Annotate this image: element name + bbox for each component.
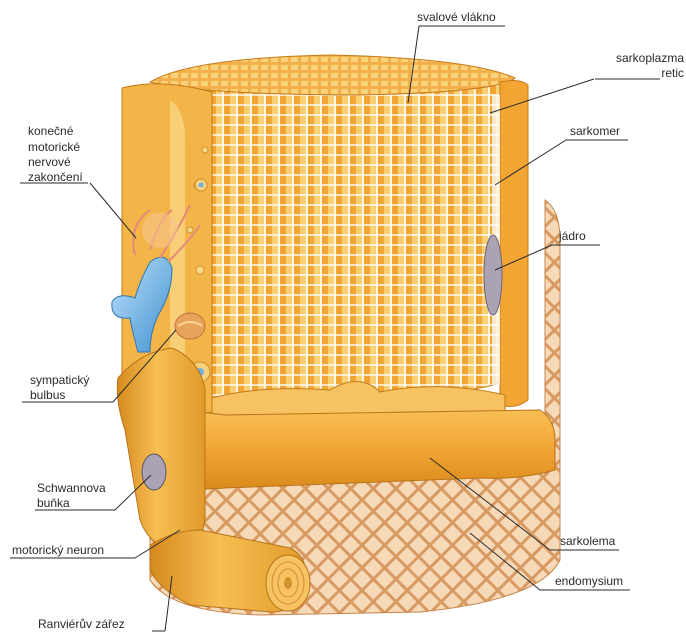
label-jadro: jádro [558,229,586,243]
label-zakonceni: zakončení [28,170,83,184]
label-retic: retic [661,66,684,80]
label-nervove: nervové [28,155,71,169]
label-bulbus: bulbus [30,388,65,402]
label-konecne: konečné [28,124,74,138]
right-wall [500,81,528,407]
sarcolemma-band [150,410,555,489]
label-motoricky-neuron: motorický neuron [12,543,104,557]
nerve-cut-end [266,555,310,611]
top-surface [150,55,515,95]
label-svalove-vlakno: svalové vlákno [417,10,496,24]
label-schwannova: Schwannova [37,481,106,495]
motor-neuron-tube [117,348,205,552]
label-ranvieruv-zarez: Ranviérův zářez [38,617,125,631]
label-motoricke: motorické [28,140,80,154]
label-sarkomer: sarkomer [570,124,620,138]
label-bunka: buňka [37,496,70,510]
label-endomysium: endomysium [555,574,623,588]
label-sarkoplazma: sarkoplazma [616,51,684,65]
myofibril-block [205,78,505,400]
nucleus [484,235,502,315]
schwann-nucleus [142,454,166,490]
label-sarkolema: sarkolema [560,534,616,548]
label-sympaticky: sympatický [30,373,89,387]
